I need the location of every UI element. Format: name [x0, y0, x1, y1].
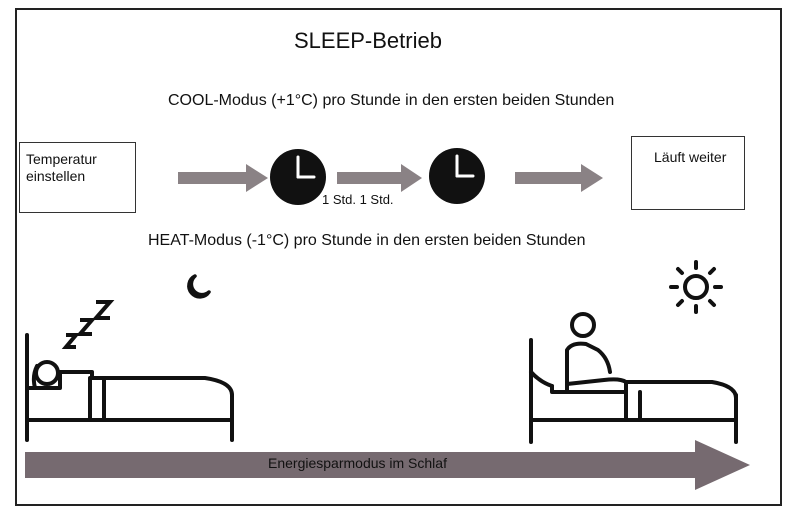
- clock-icon: [429, 148, 485, 204]
- arrow-1: [178, 164, 268, 192]
- interval-label: 1 Std. 1 Std.: [322, 192, 394, 207]
- continues-box: Läuft weiter: [631, 136, 745, 210]
- heat-mode-text: HEAT-Modus (-1°C) pro Stunde in den erst…: [148, 232, 586, 249]
- sitting-person-icon: [529, 312, 738, 444]
- set-temperature-label: Temperatur einstellen: [26, 151, 97, 184]
- continues-label: Läuft weiter: [654, 149, 727, 165]
- arrow-3: [515, 164, 603, 192]
- sleep-zzz: [61, 300, 115, 349]
- diagram-title: SLEEP-Betrieb: [294, 28, 442, 53]
- energy-saving-label: Energiesparmodus im Schlaf: [268, 455, 447, 471]
- cool-mode-text: COOL-Modus (+1°C) pro Stunde in den erst…: [168, 92, 615, 109]
- moon-icon: [187, 274, 211, 299]
- sleeping-person-icon: [25, 333, 234, 442]
- diagram-frame: [15, 8, 782, 506]
- arrow-2: [337, 164, 422, 192]
- sun-icon: [669, 260, 723, 314]
- clock-icon: [270, 149, 326, 205]
- energy-saving-arrow: [25, 440, 750, 490]
- set-temperature-box: Temperatur einstellen: [19, 142, 136, 213]
